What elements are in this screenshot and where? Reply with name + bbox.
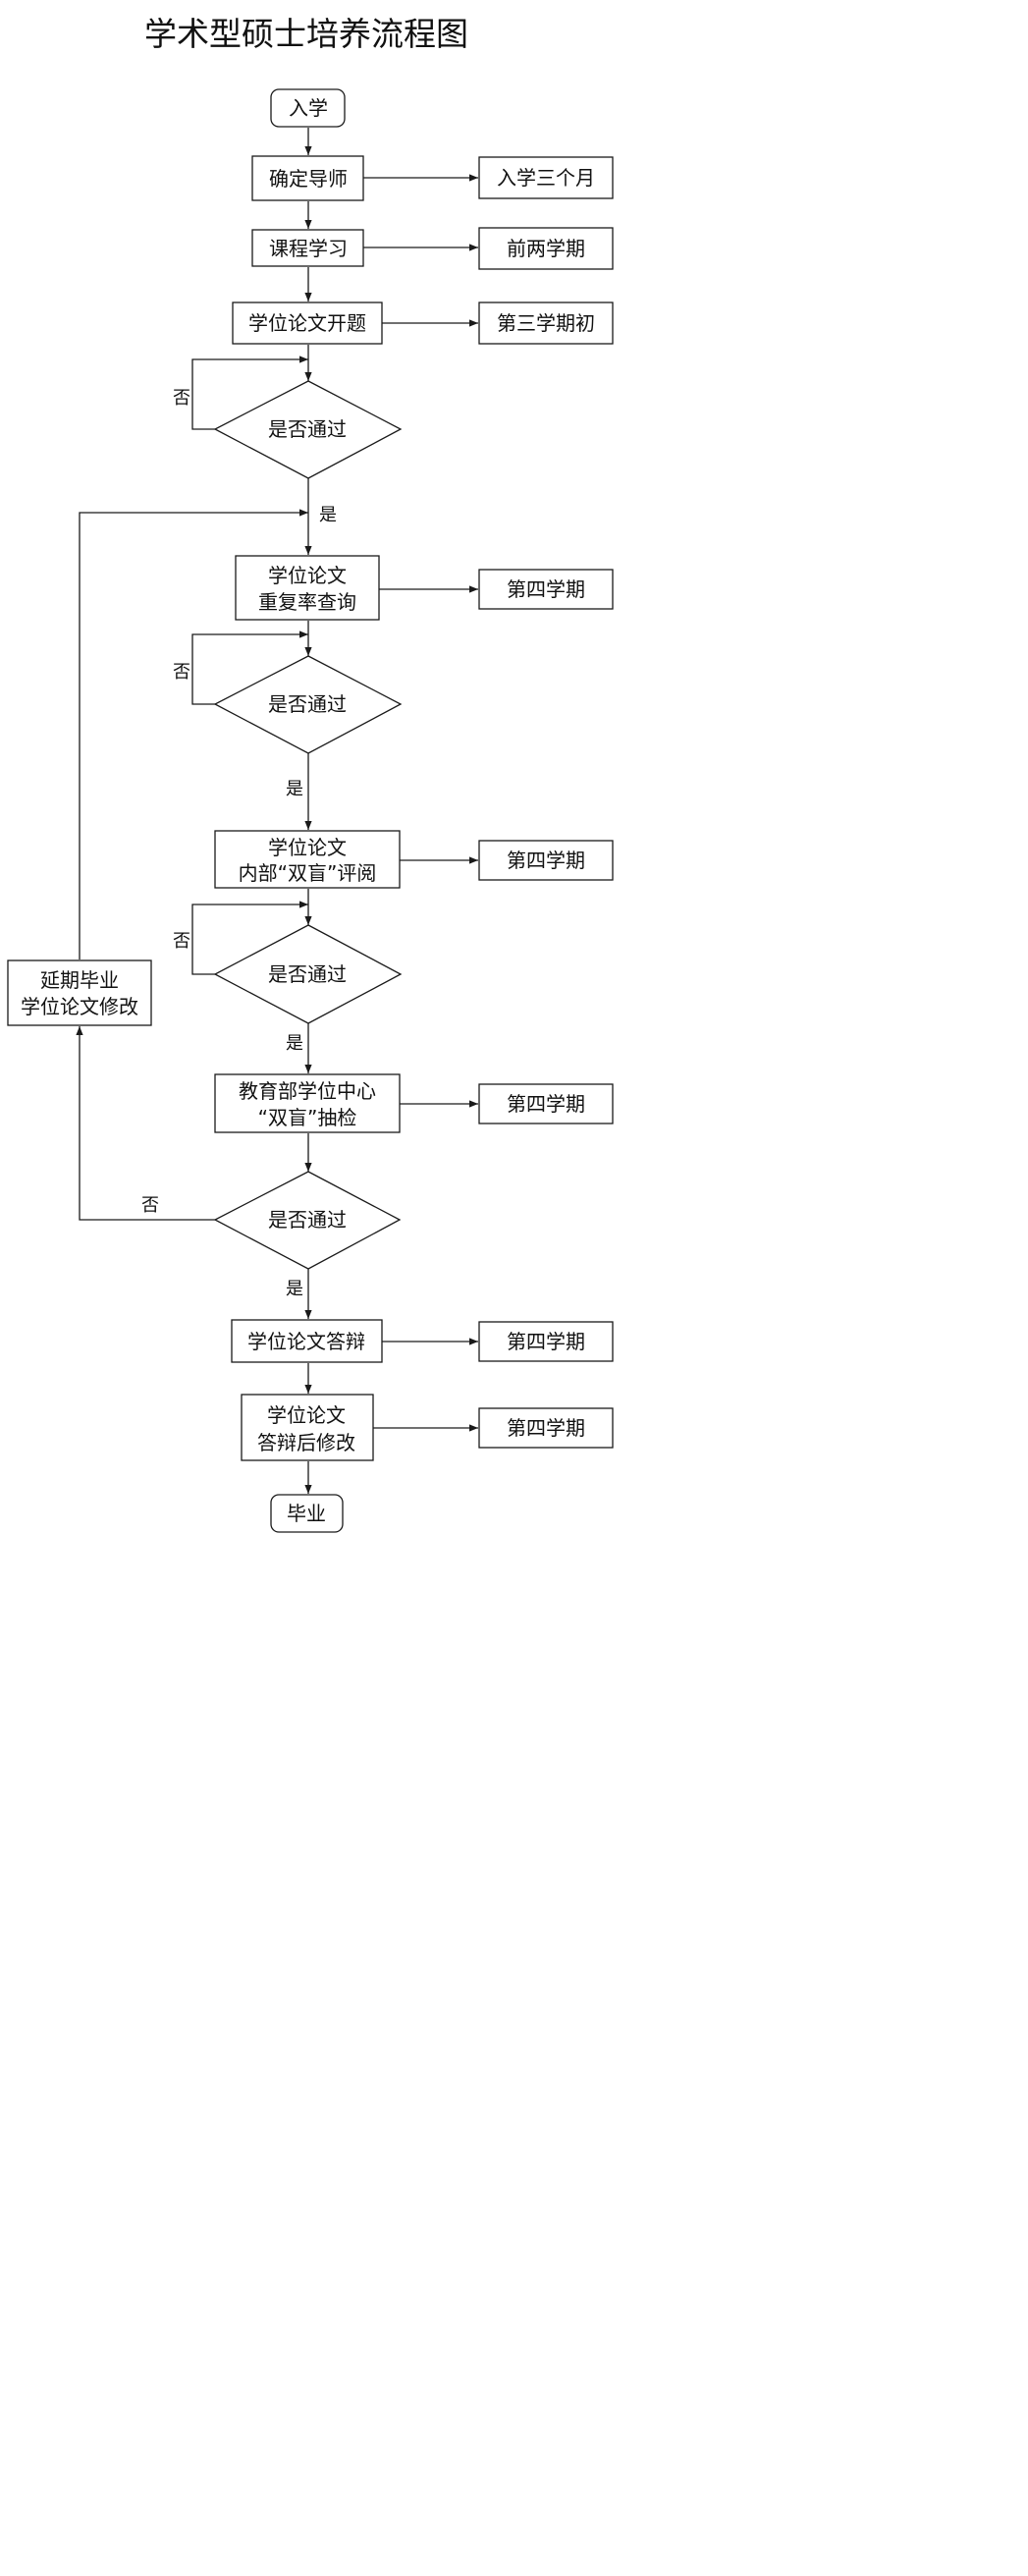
no-label-4: 否 [141,1195,159,1216]
edge-labels: 否 是 否 是 否 是 否 是 [141,388,337,1299]
yes-label-4: 是 [286,1279,303,1299]
timing-confirm-advisor-label: 入学三个月 [497,166,595,190]
proposal-node: 学位论文开题 [232,301,383,345]
decision-4: 是否通过 [213,1171,402,1270]
start-label: 入学 [289,96,328,120]
end-label: 毕业 [287,1502,326,1525]
defense-label: 学位论文答辩 [247,1330,365,1353]
timing-proposal-label: 第三学期初 [497,311,595,335]
confirm-advisor-label: 确定导师 [269,167,348,191]
revision-after-defense-label-line1: 学位论文 [267,1403,346,1427]
decision-3: 是否通过 [213,924,403,1024]
timing-plagiarism-check: 第四学期 [478,569,614,610]
diagram-title: 学术型硕士培养流程图 [144,15,468,53]
defense-node: 学位论文答辩 [231,1319,383,1363]
timing-internal-review-label: 第四学期 [507,849,585,872]
yes-label-1: 是 [319,505,337,525]
yes-label-3: 是 [286,1033,303,1054]
timing-revision-after-defense: 第四学期 [478,1407,614,1449]
retry-loops [76,356,308,1221]
decision-2-label: 是否通过 [268,692,347,716]
yes-label-2: 是 [286,779,303,799]
flowchart: 学术型硕士培养流程图 入学 [7,15,614,1533]
timing-coursework-label: 前两学期 [507,237,585,260]
delay-node: 延期毕业 学位论文修改 [7,959,152,1026]
internal-review-node: 学位论文 内部“双盲”评阅 [214,830,401,889]
plagiarism-check-label-line1: 学位论文 [268,564,347,587]
plagiarism-check-node: 学位论文 重复率查询 [235,555,380,621]
timing-ministry-check: 第四学期 [478,1083,614,1124]
timing-internal-review: 第四学期 [478,840,614,881]
revision-after-defense-label-line2: 答辩后修改 [257,1431,355,1454]
internal-review-label-line1: 学位论文 [268,836,347,859]
delay-label-line1: 延期毕业 [40,968,119,992]
ministry-check-label-line2: “双盲”抽检 [258,1106,357,1129]
ministry-check-node: 教育部学位中心 “双盲”抽检 [214,1073,401,1133]
no-label-3: 否 [173,931,190,952]
timing-arrows [363,174,478,1432]
ministry-check-label-line1: 教育部学位中心 [239,1079,376,1103]
proposal-label: 学位论文开题 [248,311,366,335]
coursework-node: 课程学习 [251,229,364,267]
confirm-advisor-node: 确定导师 [251,155,364,201]
decision-1: 是否通过 [213,380,403,479]
coursework-label: 课程学习 [269,237,348,260]
decision-4-label: 是否通过 [268,1208,347,1232]
timing-defense-label: 第四学期 [507,1330,585,1353]
start-node: 入学 [270,88,346,128]
decision-1-label: 是否通过 [268,417,347,441]
timing-plagiarism-check-label: 第四学期 [507,577,585,601]
no-label-2: 否 [173,662,190,683]
timing-confirm-advisor: 入学三个月 [478,156,614,199]
end-node: 毕业 [270,1494,344,1533]
timing-coursework: 前两学期 [478,227,614,270]
timing-proposal: 第三学期初 [478,301,614,345]
revision-after-defense-node: 学位论文 答辩后修改 [241,1394,374,1461]
plagiarism-check-label-line2: 重复率查询 [258,590,356,614]
delay-label-line2: 学位论文修改 [21,995,138,1018]
no-label-1: 否 [173,388,190,409]
timing-ministry-check-label: 第四学期 [507,1092,585,1116]
timing-defense: 第四学期 [478,1321,614,1362]
internal-review-label-line2: 内部“双盲”评阅 [239,861,377,885]
decision-3-label: 是否通过 [268,962,347,986]
timing-revision-after-defense-label: 第四学期 [507,1416,585,1440]
decision-2: 是否通过 [213,655,403,754]
